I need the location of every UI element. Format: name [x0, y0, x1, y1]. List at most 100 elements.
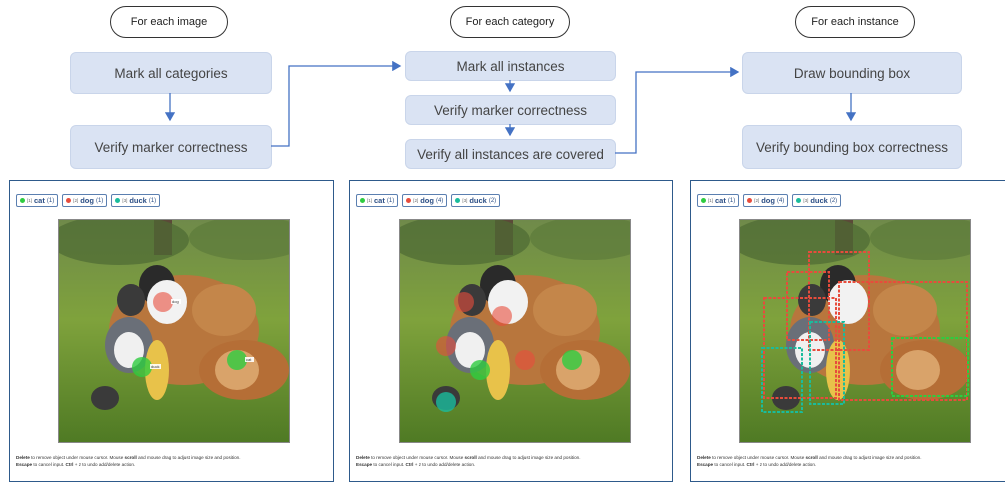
flow-arrows [164, 60, 857, 154]
help-text-part: and mouse drag to adjust image size and … [476, 455, 581, 460]
marker-duck[interactable] [470, 360, 490, 380]
bbox-cat[interactable] [891, 337, 969, 397]
tag-name: duck [469, 196, 487, 205]
bbox-duck[interactable] [761, 347, 803, 413]
tag-cat[interactable]: [1]cat(1) [697, 194, 740, 207]
help-key: Escape [16, 462, 33, 467]
annotation-image[interactable] [739, 219, 971, 443]
step-label: Verify marker correctness [94, 139, 248, 155]
tag-name: cat [34, 196, 45, 205]
photo-scene [740, 220, 970, 442]
color-dot-icon [360, 198, 365, 203]
marker-dog[interactable] [515, 350, 535, 370]
step-verify-instances-covered: Verify all instances are covered [405, 139, 616, 169]
marker-duck[interactable] [132, 357, 152, 377]
help-key: Delete [16, 455, 30, 460]
tag-duck[interactable]: [3]duck(2) [451, 194, 501, 207]
step-label: Verify all instances are covered [417, 146, 604, 162]
marker-dog[interactable] [492, 306, 512, 326]
tag-key: [2] [413, 198, 419, 203]
tag-count: (2) [488, 197, 497, 204]
header-pill-category: For each category [450, 6, 570, 38]
tag-name: duck [129, 196, 147, 205]
tag-key: [2] [754, 198, 760, 203]
tag-name: dog [80, 196, 94, 205]
tag-dog[interactable]: [2]dog(1) [62, 194, 108, 207]
tag-cat[interactable]: [1]cat(1) [16, 194, 59, 207]
color-dot-icon [796, 198, 802, 203]
tag-count: (1) [386, 197, 395, 204]
tag-count: (4) [776, 197, 785, 204]
annotation-panel-instance: [1]cat(1) [2]dog(4) [3]duck(2) [690, 180, 1005, 482]
help-key: Delete [697, 455, 711, 460]
marker-cat[interactable] [227, 350, 247, 370]
photo-scene [400, 220, 630, 442]
help-key: Ctrl [746, 462, 755, 467]
help-text-part: to cancel input. [713, 462, 747, 467]
help-key: Escape [697, 462, 714, 467]
marker-cat[interactable] [562, 350, 582, 370]
help-text-part: to remove object under mouse cursor. Mou… [369, 455, 465, 460]
category-tags: [1]cat(1) [2]dog(4) [3]duck(2) [697, 194, 842, 207]
marker-dog[interactable] [436, 336, 456, 356]
tag-cat[interactable]: [1]cat(1) [356, 194, 399, 207]
arrow-image-to-category [271, 60, 402, 147]
category-tags: [1]cat(1) [2]dog(1) [3]duck(1) [16, 194, 161, 207]
help-text: Delete to remove object under mouse curs… [697, 454, 921, 468]
tag-key: [3] [122, 198, 128, 203]
help-key: Escape [356, 462, 373, 467]
help-key: scroll [805, 455, 818, 460]
step-verify-marker-image: Verify marker correctness [70, 125, 272, 169]
help-key: scroll [464, 455, 477, 460]
tag-key: [3] [462, 198, 468, 203]
help-key: Delete [356, 455, 370, 460]
help-text-part: + z to undo add/delete action. [73, 462, 136, 467]
tag-name: dog [761, 196, 775, 205]
help-key: Ctrl [65, 462, 74, 467]
tag-key: [2] [73, 198, 79, 203]
arrow-category-to-instance [615, 66, 740, 154]
pill-label: For each category [465, 16, 555, 28]
pill-label: For each instance [811, 16, 899, 28]
marker-dog[interactable] [454, 292, 474, 312]
tag-key: [1] [27, 198, 33, 203]
tag-count: (2) [829, 197, 838, 204]
annotation-image[interactable]: dog duck cat [58, 219, 290, 443]
color-dot-icon [747, 198, 753, 203]
tag-dog[interactable]: [2]dog(4) [743, 194, 789, 207]
header-pill-instance: For each instance [795, 6, 915, 38]
tag-duck[interactable]: [3]duck(1) [111, 194, 161, 207]
step-label: Mark all instances [456, 58, 565, 74]
step-mark-all-categories: Mark all categories [70, 52, 272, 94]
help-text: Delete to remove object under mouse curs… [356, 454, 580, 468]
pill-label: For each image [130, 16, 208, 28]
marker-label: duck [151, 364, 159, 369]
step-label: Verify marker correctness [433, 102, 588, 118]
tag-count: (1) [46, 197, 55, 204]
marker-dog[interactable] [153, 292, 173, 312]
step-label: Draw bounding box [793, 65, 911, 81]
help-line-1: Delete to remove object under mouse curs… [697, 454, 921, 461]
step-draw-bounding-box: Draw bounding box [742, 52, 962, 94]
bbox-dog[interactable] [808, 251, 870, 351]
help-text-part: + z to undo add/delete action. [754, 462, 817, 467]
step-mark-all-instances: Mark all instances [405, 51, 616, 81]
annotation-image[interactable] [399, 219, 631, 443]
tag-dog[interactable]: [2]dog(4) [402, 194, 448, 207]
color-dot-icon [455, 198, 461, 203]
color-dot-icon [406, 198, 412, 203]
step-label: Mark all categories [114, 65, 228, 81]
help-line-2: Escape to cancel input. Ctrl + z to undo… [356, 461, 580, 468]
help-text-part: to cancel input. [372, 462, 406, 467]
tag-duck[interactable]: [3]duck(2) [792, 194, 842, 207]
step-label: Verify bounding box correctness [755, 139, 949, 155]
bbox-duck[interactable] [809, 321, 845, 405]
bbox-dog[interactable] [786, 271, 830, 341]
marker-duck[interactable] [436, 392, 456, 412]
help-text: Delete to remove object under mouse curs… [16, 454, 240, 468]
help-key: Ctrl [405, 462, 414, 467]
header-pill-image: For each image [110, 6, 228, 38]
tag-name: duck [810, 196, 828, 205]
help-key: scroll [124, 455, 137, 460]
marker-label: cat [246, 357, 252, 362]
